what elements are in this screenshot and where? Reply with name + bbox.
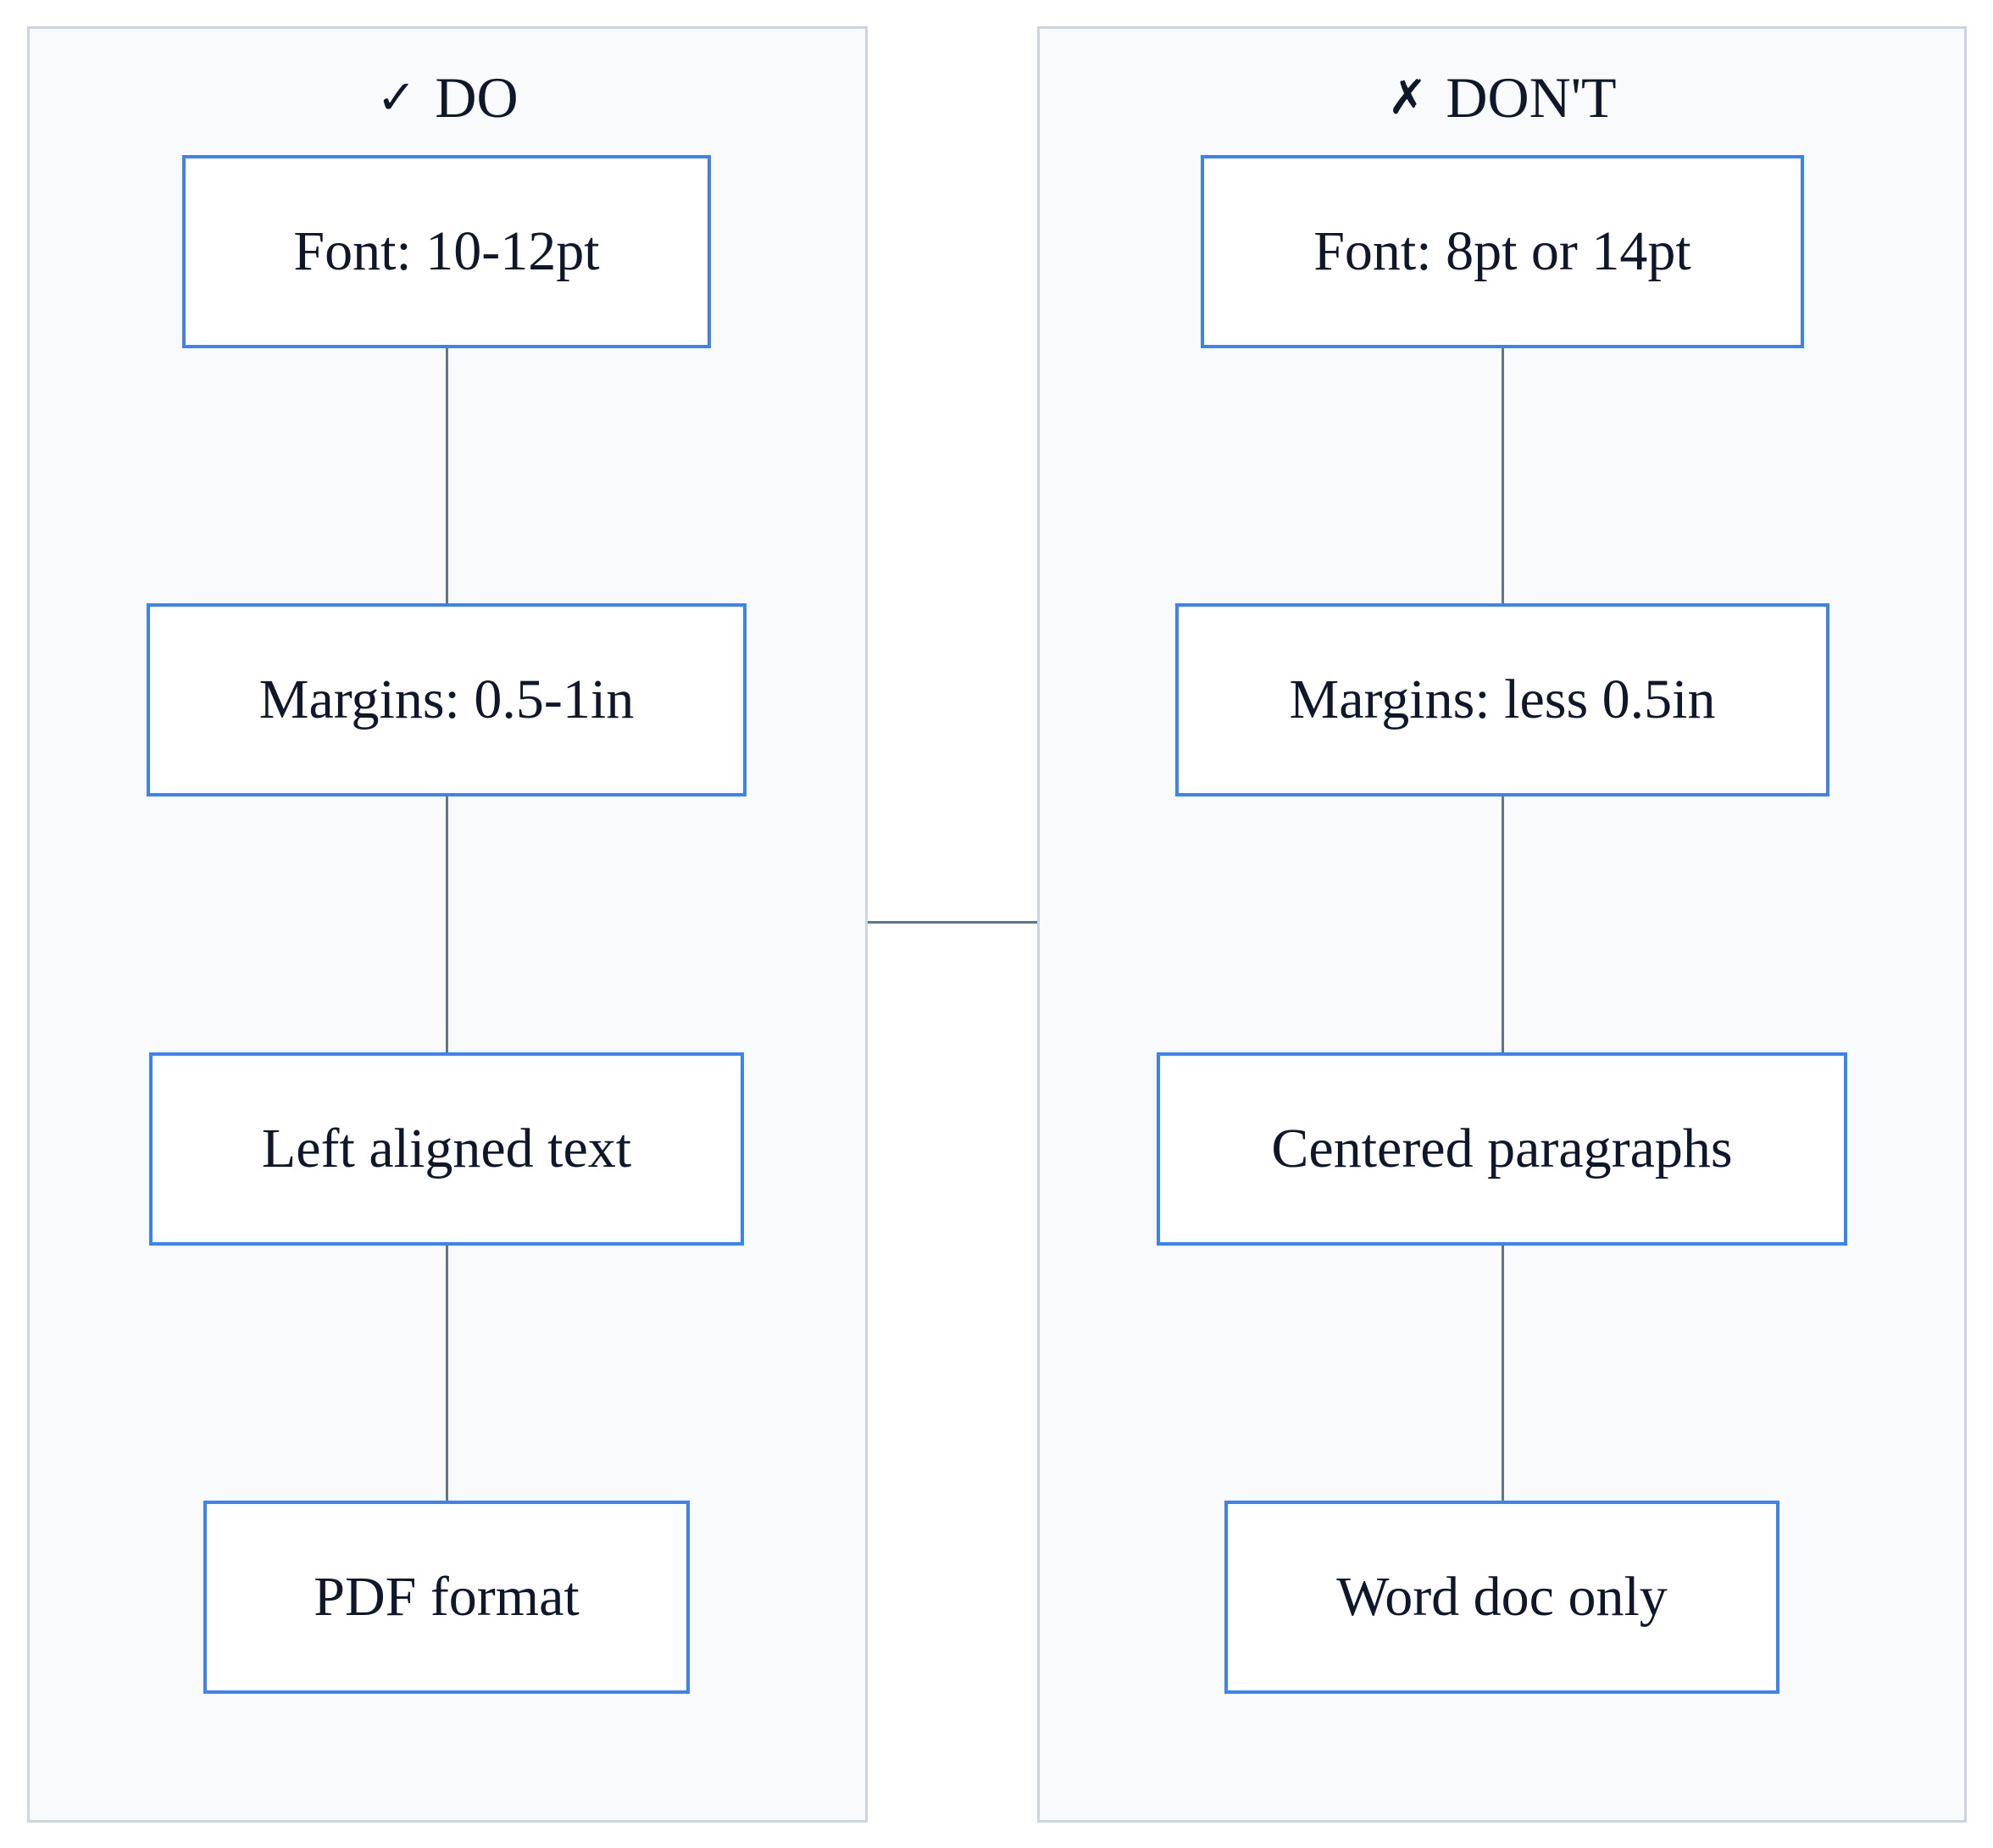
dont-title-label: DON'T (1446, 65, 1617, 130)
dont-node-alignment: Centered paragraphs (1157, 1052, 1847, 1246)
do-edge-2 (446, 796, 448, 1054)
do-node-format: PDF format (203, 1501, 690, 1694)
do-node-margins: Margins: 0.5-1in (147, 603, 747, 796)
do-title-label: DO (435, 65, 519, 130)
dont-edge-1 (1502, 347, 1504, 605)
check-icon: ✓ (376, 70, 417, 125)
do-panel-title: ✓ DO (30, 63, 865, 133)
dont-edge-3 (1502, 1245, 1504, 1502)
do-edge-1 (446, 347, 448, 605)
dont-node-font: Font: 8pt or 14pt (1201, 155, 1804, 348)
do-node-alignment: Left aligned text (149, 1052, 744, 1246)
dont-edge-2 (1502, 796, 1504, 1054)
do-edge-3 (446, 1245, 448, 1502)
do-node-font: Font: 10-12pt (182, 155, 711, 348)
dont-node-margins: Margins: less 0.5in (1175, 603, 1829, 796)
dont-panel-title: ✗ DON'T (1040, 63, 1964, 133)
cross-icon: ✗ (1387, 70, 1428, 125)
panel-connector-edge (868, 921, 1037, 924)
dont-node-format: Word doc only (1224, 1501, 1779, 1694)
